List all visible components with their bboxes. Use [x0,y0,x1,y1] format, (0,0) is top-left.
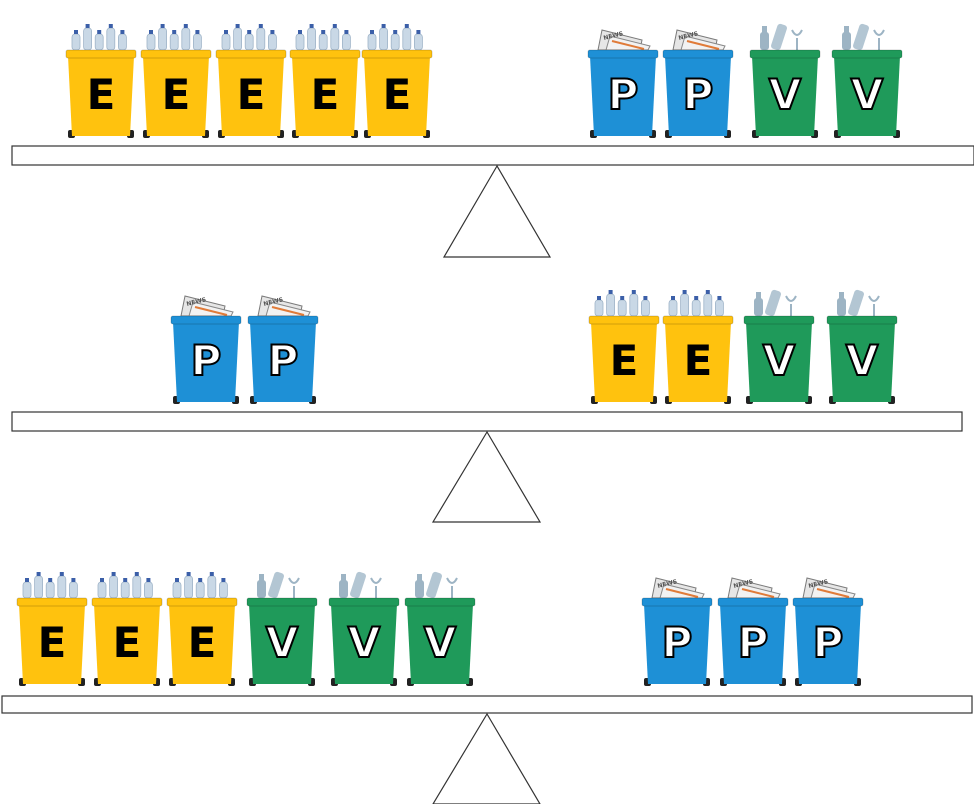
recycling-bin-E: E [662,290,734,404]
recycling-bin-E: E [16,572,88,686]
recycling-bin-V: V [749,23,821,138]
balance-beam [11,411,963,432]
balance-1 [11,145,974,258]
recycling-bin-E: E [215,24,287,138]
bin-letter: V [424,618,457,667]
bin-letter: E [162,70,191,119]
recycling-bin-E: E [361,24,433,138]
bin-letter: P [268,336,299,385]
fulcrum [431,712,542,805]
recycling-bin-P: NEWS P [792,577,864,686]
recycling-bin-V: V [831,23,903,138]
recycling-bin-P: NEWS P [170,295,242,404]
recycling-bin-V: V [404,571,476,686]
bin-letter: V [763,336,796,385]
recycling-bin-E: E [289,24,361,138]
bin-letter: E [113,618,142,667]
bin-letter: P [813,618,844,667]
recycling-bin-E: E [166,572,238,686]
bin-letter: V [851,70,884,119]
recycling-bin-P: NEWS P [641,577,713,686]
bin-letter: E [38,618,67,667]
recycling-bin-V: V [246,571,318,686]
bin-letter: E [684,336,713,385]
bin-letter: V [769,70,802,119]
svg-text:NEWS: NEWS [808,578,829,590]
balance-2 [11,411,963,523]
fulcrum [431,430,542,523]
bin-letter: E [311,70,340,119]
balance-beam [11,145,974,166]
recycling-bin-V: V [328,571,400,686]
bin-letter: P [608,70,639,119]
bin-letter: P [662,618,693,667]
recycling-bin-P: NEWS P [662,29,734,138]
recycling-bin-P: NEWS P [717,577,789,686]
bin-letter: E [237,70,266,119]
recycling-bin-E: E [65,24,137,138]
svg-text:NEWS: NEWS [263,296,284,308]
bin-letter: V [846,336,879,385]
recycling-bin-P: NEWS P [247,295,319,404]
recycling-bin-E: E [140,24,212,138]
bin-letter: P [738,618,769,667]
recycling-bin-P: NEWS P [587,29,659,138]
bin-letter: V [348,618,381,667]
bin-letter: E [87,70,116,119]
balance-3 [1,695,973,805]
svg-text:NEWS: NEWS [678,30,699,42]
recycling-bin-V: V [743,289,815,404]
recycling-bin-E: E [91,572,163,686]
recycling-bin-E: E [588,290,660,404]
bin-letter: V [266,618,299,667]
balance-beam [1,695,973,714]
bin-letter: E [610,336,639,385]
svg-text:NEWS: NEWS [603,30,624,42]
bin-letter: E [188,618,217,667]
svg-text:NEWS: NEWS [186,296,207,308]
svg-text:NEWS: NEWS [733,578,754,590]
bin-letter: P [683,70,714,119]
svg-text:NEWS: NEWS [657,578,678,590]
bin-letter: P [191,336,222,385]
recycling-bin-V: V [826,289,898,404]
bin-letter: E [383,70,412,119]
fulcrum [442,164,552,258]
